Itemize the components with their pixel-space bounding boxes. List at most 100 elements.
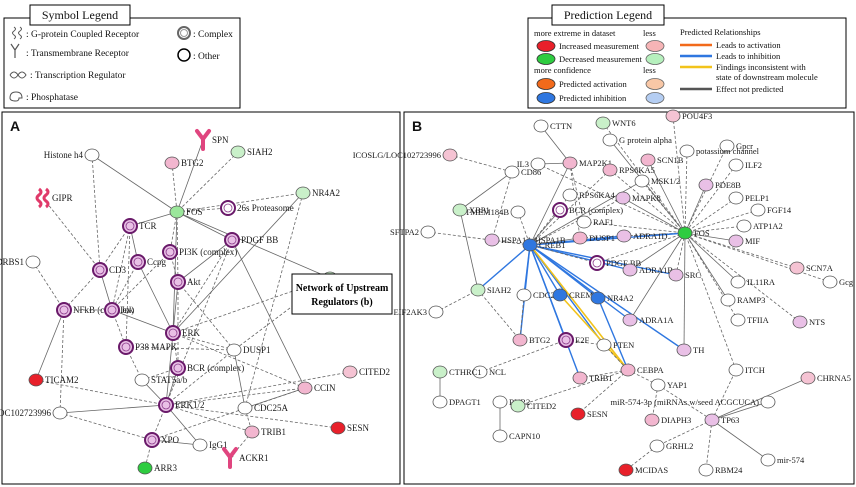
panel-a-edge-pdgf-bb-to-akt xyxy=(177,239,233,283)
panel-a-edge-erk1-2-to-sesn xyxy=(165,404,339,430)
panel-a-edge-nfkb-complex-to-ticam2 xyxy=(35,309,65,381)
panel-a-node-label: XPO xyxy=(161,435,180,445)
panel-a-edge-histone-h4-to-cd3 xyxy=(91,154,102,271)
panel-b-node-label: CAPN10 xyxy=(509,431,540,441)
panel-a-node-label: NR4A2 xyxy=(312,188,340,198)
panel-b-node-wnt6: WNT6 xyxy=(595,116,636,130)
panel-b-node-label: RAF1 xyxy=(593,217,614,227)
panel-a-edge-nfkb-complex-to-icoslg-loc102723996 xyxy=(58,309,65,414)
panel-b-edge-ilf2-to-fos xyxy=(684,164,737,234)
rel-inconsistent-label-2: state of downstream molecule xyxy=(716,72,818,82)
panel-a-node-ackr1: ACKR1 xyxy=(222,447,269,469)
network-callout-box xyxy=(291,273,393,315)
panel-b-node-label: TRIB1 xyxy=(589,373,613,383)
panel-a-node-nfkb-complex: NFkB (complex) xyxy=(56,302,134,318)
panel-b-node-label: ICOSLG/LOC102723996 xyxy=(353,150,441,160)
panel-b-node-label: CITED2 xyxy=(527,401,556,411)
panel-a-edge-dusp1-to-cdc25a xyxy=(233,349,247,409)
panel-b-node-label: ADRA1D xyxy=(633,231,667,241)
panel-a-node-label: KHDRBS1 xyxy=(0,257,24,267)
panel-b-edge-adra1b-to-fos xyxy=(629,232,686,271)
panel-b-node-label: CTHRC1 xyxy=(449,367,482,377)
rel-inconsistent-label-1: Findings inconsistent with xyxy=(716,62,806,72)
more-extreme-label: more extreme in dataset xyxy=(534,28,616,38)
panel-b-edge-fgf14-to-fos xyxy=(684,209,759,234)
panel-a-edge-pdgf-bb-to-ccin xyxy=(231,239,306,389)
panel-b-edge-mir-574-3p-mirnas-w-seed-acgcuca-to-tp63 xyxy=(711,401,769,421)
panel-b-edge-eif2ak3-to-siah2 xyxy=(435,289,479,313)
panel-b-edge-dusp1-to-creb1 xyxy=(529,237,581,247)
panel-a-node-pi3k-complex: PI3K (complex) xyxy=(162,244,237,260)
panel-b-node-dusp1: DUSP1 xyxy=(572,231,615,245)
panel-b-node-label: PTEN xyxy=(613,340,634,350)
panel-b-letter: B xyxy=(412,118,422,134)
panel-b-node-label: CD86 xyxy=(521,167,541,177)
panel-b-node-grhl2: GRHL2 xyxy=(649,439,693,453)
panel-a-node-label: CDC25A xyxy=(254,403,289,413)
panel-a-edge-fos-to-tcr xyxy=(129,211,178,227)
panel-b-node-dpagt1: DPAGT1 xyxy=(432,395,481,409)
panel-a-node-ticam2: TICAM2 xyxy=(28,373,79,387)
panel-a-node-igg1: IgG1 xyxy=(192,438,228,452)
panel-b-edge-tp63-to-grhl2 xyxy=(656,419,713,447)
panel-a-edge-tcr-to-p38-mapk xyxy=(124,225,131,348)
increased-swatch xyxy=(536,40,556,52)
panel-b-node-label: NTS xyxy=(809,317,825,327)
panel-b-edge-cd86-to-hspa1a-hspa1b xyxy=(491,171,513,241)
panel-b-node-label: ITCH xyxy=(745,365,765,375)
panel-b-node-label: RBM24 xyxy=(715,465,743,475)
panel-b-node-diaph3: DIAPH3 xyxy=(644,413,691,427)
panel-a-node-label: BCR (complex) xyxy=(187,363,244,373)
panel-a-node-trib1: TRIB1 xyxy=(244,425,286,439)
panel-b-edge-potassium-channel-to-fos xyxy=(683,150,688,234)
panel-a-node-p38-mapk: P38 MAPK xyxy=(118,339,178,355)
panel-b-edge-itch-to-fos xyxy=(684,232,737,371)
phosphatase-legend-label: : Phosphatase xyxy=(26,93,78,103)
panel-b-node-pde8b: PDE8B xyxy=(698,178,741,192)
panel-b-node-src: SRC xyxy=(668,268,701,282)
panel-a-edge-fos-to-nr4a2 xyxy=(176,191,304,213)
panel-a-node-ccpg: Ccpg xyxy=(130,254,166,270)
panel-b-node-rbm24: RBM24 xyxy=(698,463,743,477)
panel-b-node-label: MAPK8 xyxy=(632,193,661,203)
pred-inhibition-light-swatch xyxy=(645,92,665,104)
panel-b-edge-map2k1-to-dusp1 xyxy=(569,162,582,239)
panel-a-edge-akt-to-erk xyxy=(171,281,179,334)
panel-a-edge-fos-to-akt xyxy=(175,211,180,283)
panel-b-edge-ncl-to-e2f xyxy=(479,339,567,373)
panel-b-node-bcr-complex: BCR (complex) xyxy=(552,202,623,218)
panel-b-edge-mapk8-to-creb1 xyxy=(529,197,624,246)
panel-b-node-tp63: TP63 xyxy=(704,413,739,427)
panel-a-edge-erk-to-erk1-2 xyxy=(164,332,174,406)
panel-b-node-trib1: TRIB1 xyxy=(572,371,613,385)
panel-a-node-label: ERK1/2 xyxy=(175,400,205,410)
gpcr-icon xyxy=(12,26,22,40)
panel-b-node-cdc25a: CDC25A xyxy=(516,288,566,302)
panel-a-edge-siah2-to-fos xyxy=(176,151,239,213)
panel-b-edge-icoslg-loc102723996-to-cd86 xyxy=(449,154,513,174)
symbol-legend-title-box xyxy=(29,4,131,26)
panel-b-node-cttn: CTTN xyxy=(533,119,572,133)
panel-a-edge-pi3k-complex-to-jnk xyxy=(111,251,171,311)
panel-b-edge-yap1-to-tp63 xyxy=(657,384,713,421)
panel-a-edge-ticam2-to-erk1-2 xyxy=(35,379,167,407)
panel-b-node-mif: MIF xyxy=(728,234,760,248)
panel-a-edge-fos-to-26s-proteasome xyxy=(176,206,229,213)
panel-b-node-label: G protein alpha xyxy=(619,135,672,145)
panel-a-node-label: STAT5a/b xyxy=(151,375,188,385)
prediction-legend-title: Prediction Legend xyxy=(564,8,652,22)
panel-b-node-yap1: YAP1 xyxy=(650,378,687,392)
panel-b-node-label: TFIIA xyxy=(747,315,770,325)
panel-b-node-label: FOS xyxy=(694,228,710,238)
panel-b-edge-mif-to-fos xyxy=(684,231,737,242)
panel-a-node-label: DUSP1 xyxy=(243,345,271,355)
panel-b-edge-gcg-to-fos xyxy=(684,232,831,283)
panel-b-node-th: TH xyxy=(676,343,704,357)
panel-b-node-label: FGF14 xyxy=(767,205,792,215)
panel-b-node-cthrc1: CTHRC1 xyxy=(432,365,482,379)
panel-b-edge-cttn-to-map2k1 xyxy=(540,125,571,164)
panel-b-node-cebpa: CEBPA xyxy=(620,363,664,377)
panel-b-node-label: DUSP1 xyxy=(589,233,615,243)
symbol-legend-title: Symbol Legend xyxy=(42,8,118,22)
panel-b-node-label: TMEM184B xyxy=(465,207,509,217)
